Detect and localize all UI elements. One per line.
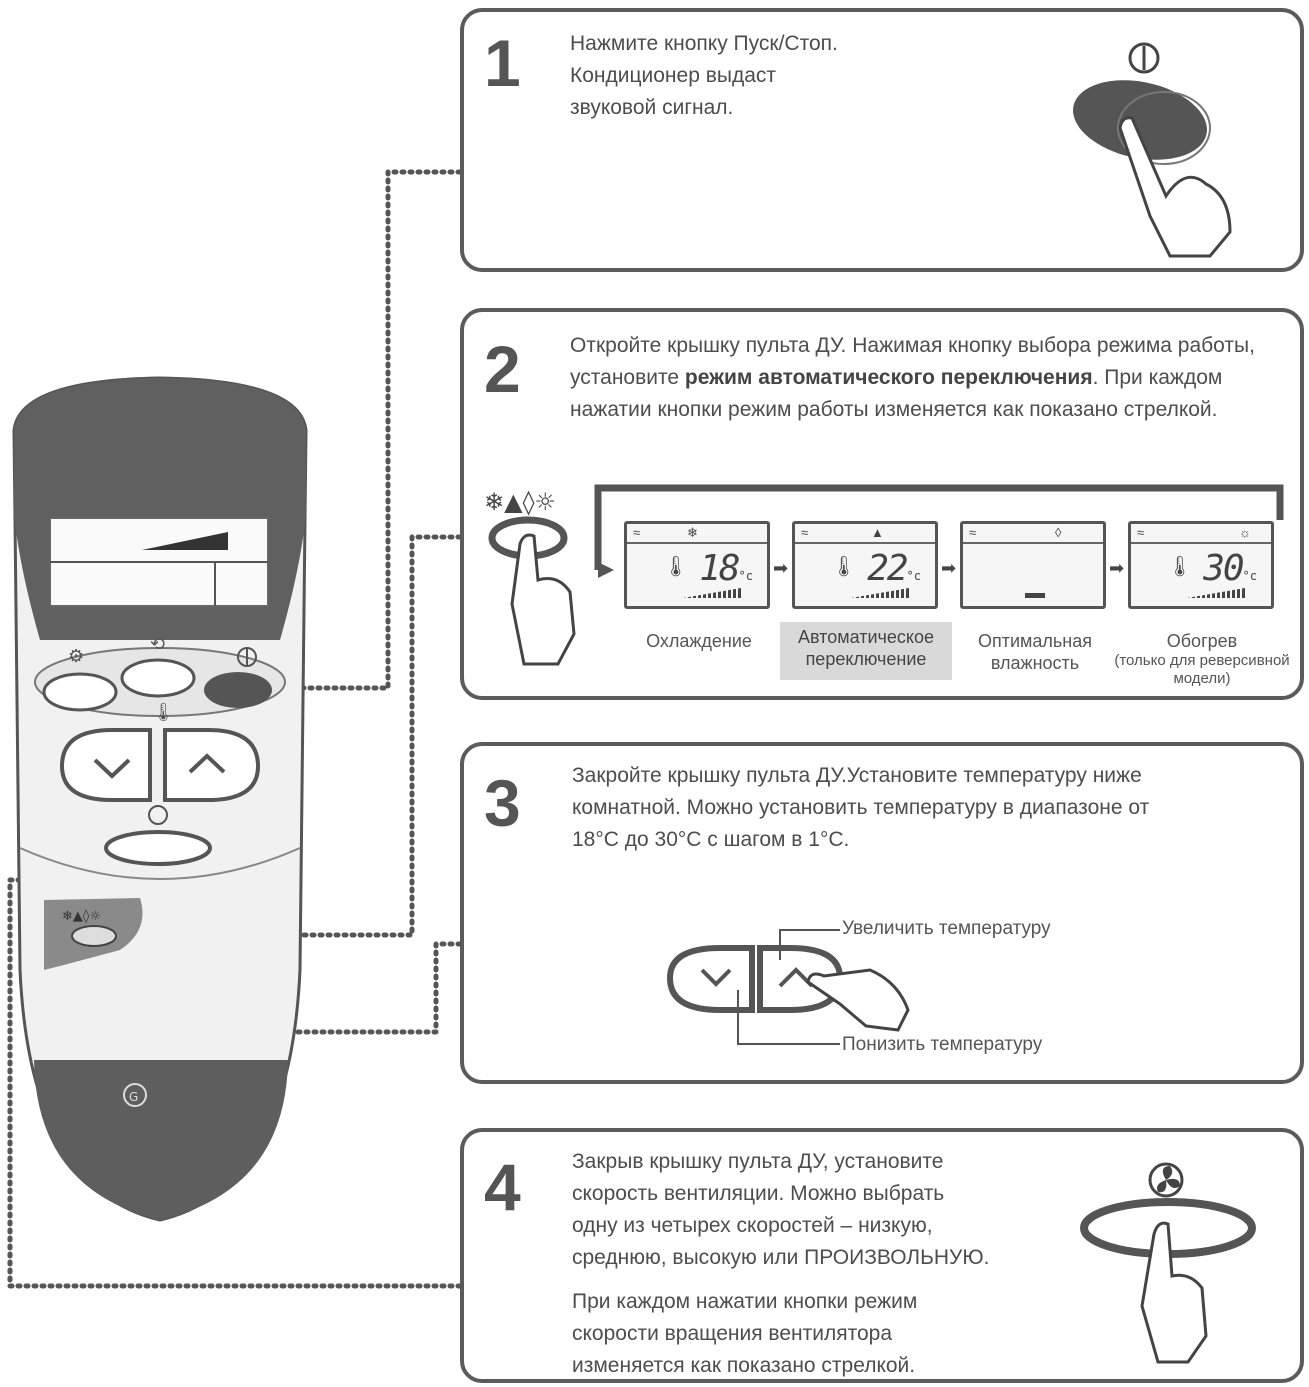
- step1-text: Нажмите кнопку Пуск/Стоп. Кондиционер вы…: [570, 32, 838, 119]
- step4-text-2: При каждом нажатии кнопки режим скорости…: [572, 1290, 918, 1377]
- step3-text: Закройте крышку пульта ДУ.Установите тем…: [572, 764, 1150, 851]
- svg-text:🌡: 🌡: [152, 702, 175, 723]
- lcd-heating: ≈☼ 🌡 30°c: [1128, 521, 1274, 609]
- cool-icon: ❄: [687, 525, 698, 540]
- lcd-auto: ≈▲ 🌡 22°c: [792, 521, 938, 609]
- lcd-cooling: ≈❄ 🌡 18°c: [624, 521, 770, 609]
- arrow-icon: ➡: [773, 558, 789, 578]
- caption-auto-highlight: [780, 622, 952, 680]
- arrow-icon: ➡: [1109, 558, 1125, 578]
- lcd-dry: ≈◊: [960, 521, 1106, 609]
- power-button-illustration: [1073, 42, 1232, 258]
- auto-icon: ▲: [871, 525, 884, 540]
- remote-control: ⚙ ⟲ 🌡 ❄▲◊☼ G: [12, 376, 308, 1222]
- step2-number: 2: [484, 332, 521, 406]
- thermometer-icon: 🌡: [663, 556, 689, 578]
- mode-cycle-arrow: [594, 484, 1284, 578]
- temperature-buttons-illustration: [666, 929, 910, 1045]
- caption-heating: Обогрев (только для реверсивной модели): [1114, 631, 1290, 687]
- arrow-icon: ➡: [941, 558, 957, 578]
- caption-cooling: Охлаждение: [646, 631, 752, 651]
- svg-text:❄▲◊☼: ❄▲◊☼: [62, 909, 101, 924]
- step4-text: Закрыв крышку пульта ДУ, установите скор…: [572, 1150, 990, 1269]
- step1-number: 1: [484, 26, 521, 100]
- caption-dry: Оптимальная влажность: [977, 631, 1092, 673]
- step3-number: 3: [484, 766, 521, 840]
- increase-temperature-label: Увеличить температуру: [842, 918, 1051, 939]
- decrease-temperature-label: Понизить температуру: [842, 1034, 1043, 1055]
- svg-text:⟲: ⟲: [150, 634, 165, 655]
- caption-auto: Автоматическое переключение: [797, 627, 934, 669]
- step2-text: Откройте крышку пульта ДУ. Нажимая кнопк…: [570, 334, 1255, 421]
- heat-icon: ☼: [1239, 525, 1251, 540]
- thermometer-icon: 🌡: [1167, 556, 1193, 578]
- svg-text:❄▲◊☼: ❄▲◊☼: [484, 488, 556, 516]
- svg-text:⚙: ⚙: [68, 646, 84, 667]
- thermometer-icon: 🌡: [831, 556, 857, 578]
- svg-text:G: G: [129, 1090, 138, 1104]
- fan-button-illustration: [1080, 1162, 1256, 1364]
- dry-icon: ◊: [1055, 525, 1062, 540]
- mode-button-illustration: ❄▲◊☼: [484, 488, 576, 666]
- step4-number: 4: [484, 1150, 521, 1224]
